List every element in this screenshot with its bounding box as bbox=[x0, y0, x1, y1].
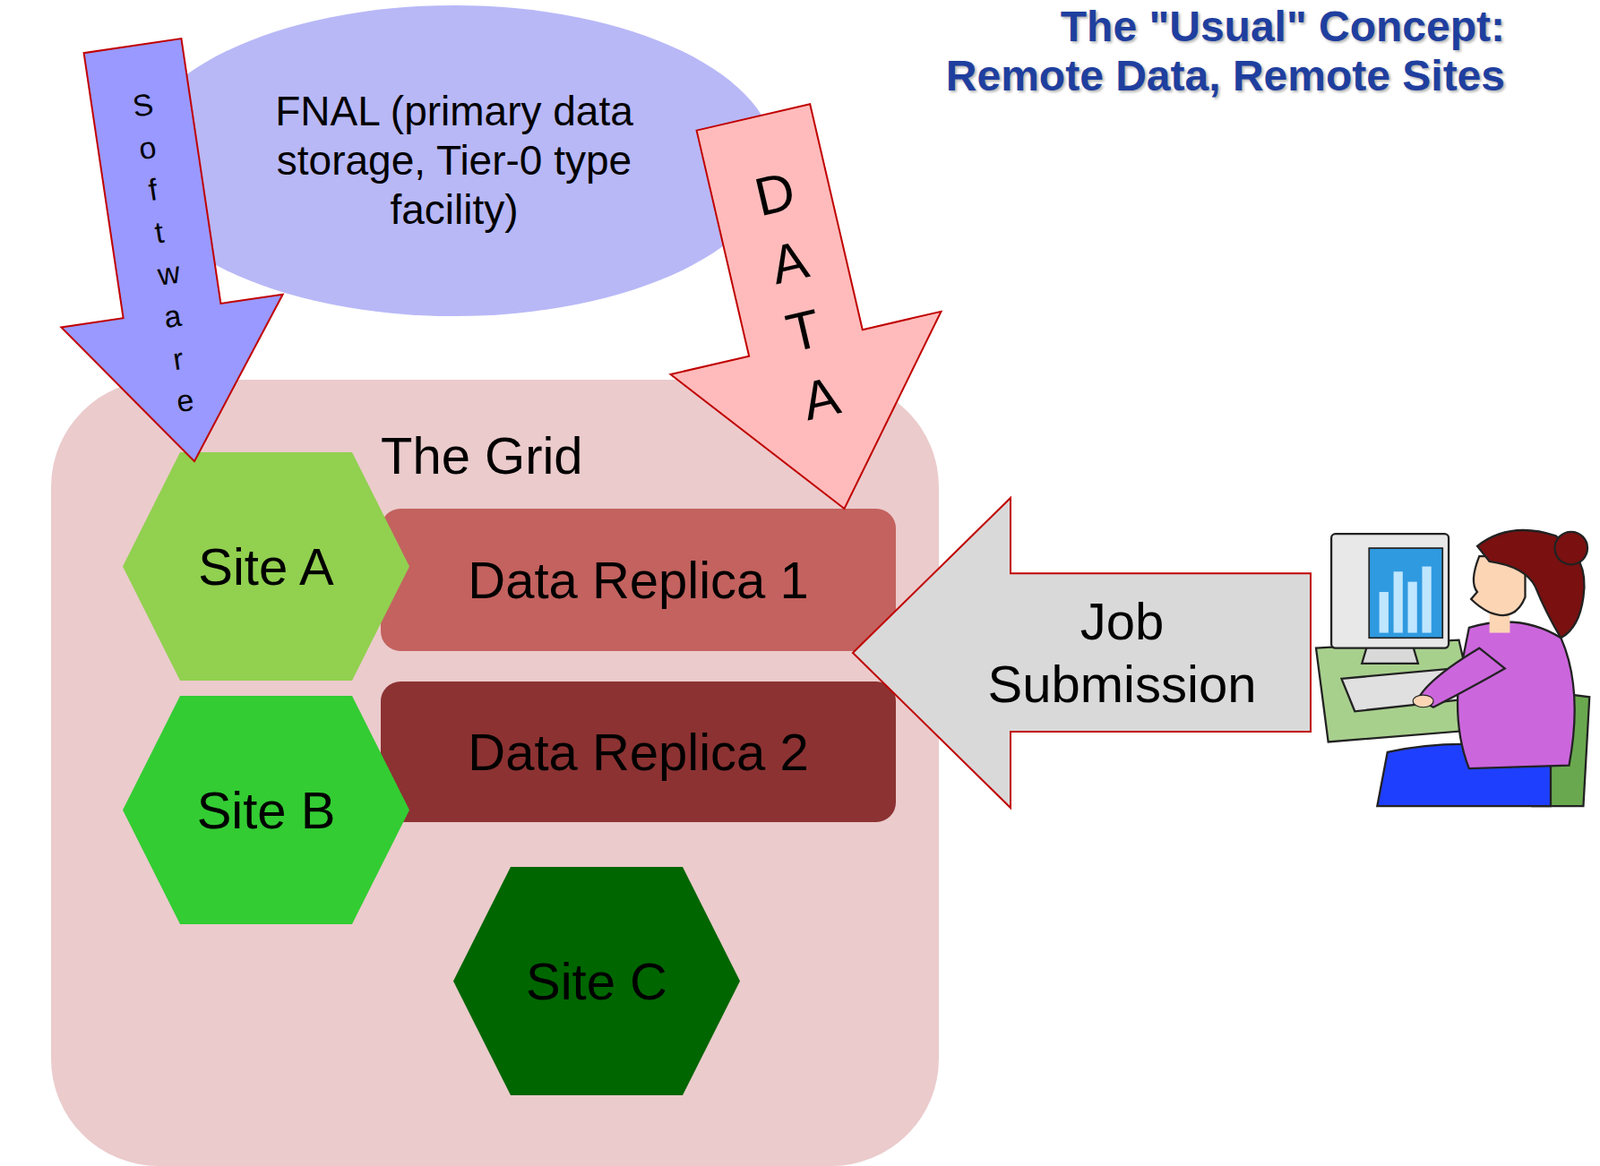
job-arrow: Job Submission bbox=[851, 497, 1312, 809]
arrow-shape bbox=[852, 498, 1311, 809]
node-label: Data Replica 1 bbox=[467, 549, 809, 612]
block-arrow bbox=[670, 103, 941, 509]
node-label: FNAL (primary data storage, Tier-0 type … bbox=[221, 86, 688, 236]
chart-bar bbox=[1408, 582, 1418, 634]
slide-title: The "Usual" Concept: Remote Data, Remote… bbox=[927, 1, 1506, 101]
monitor bbox=[1331, 533, 1449, 649]
chart-bar bbox=[1393, 571, 1403, 633]
hand bbox=[1412, 695, 1434, 708]
job-arrow-outline bbox=[851, 497, 1312, 809]
node-label: The Grid bbox=[380, 424, 584, 488]
block-arrow bbox=[60, 38, 283, 462]
node-label: Site A bbox=[197, 535, 335, 599]
hair-bun bbox=[1555, 532, 1588, 565]
shirt bbox=[1457, 621, 1575, 769]
replica-box: Data Replica 2 bbox=[380, 681, 896, 823]
facility-ellipse: FNAL (primary data storage, Tier-0 type … bbox=[132, 5, 776, 317]
site-hexagon: Site A bbox=[122, 452, 410, 681]
hexagon-shape bbox=[122, 696, 410, 925]
title-box: The "Usual" Concept: Remote Data, Remote… bbox=[927, 1, 1506, 101]
node-label: Site B bbox=[197, 779, 336, 843]
chart-bar bbox=[1421, 567, 1431, 634]
site-hexagon: Site B bbox=[122, 696, 410, 925]
hexagon-shape bbox=[122, 452, 410, 681]
site-hexagon: Site C bbox=[453, 867, 740, 1096]
grid-region: The GridData Replica 1 Data Replica 2 Site… bbox=[51, 379, 939, 1166]
node-label: Data Replica 2 bbox=[467, 721, 809, 784]
node-label: Site C bbox=[525, 950, 668, 1014]
monitor-screen bbox=[1368, 548, 1443, 638]
node-label: Job Submission bbox=[979, 590, 1266, 715]
ellipse-shape bbox=[132, 5, 776, 317]
replica-box: Data Replica 1 bbox=[380, 508, 896, 652]
hexagon-shape bbox=[453, 867, 740, 1096]
chart-bar bbox=[1379, 592, 1389, 634]
